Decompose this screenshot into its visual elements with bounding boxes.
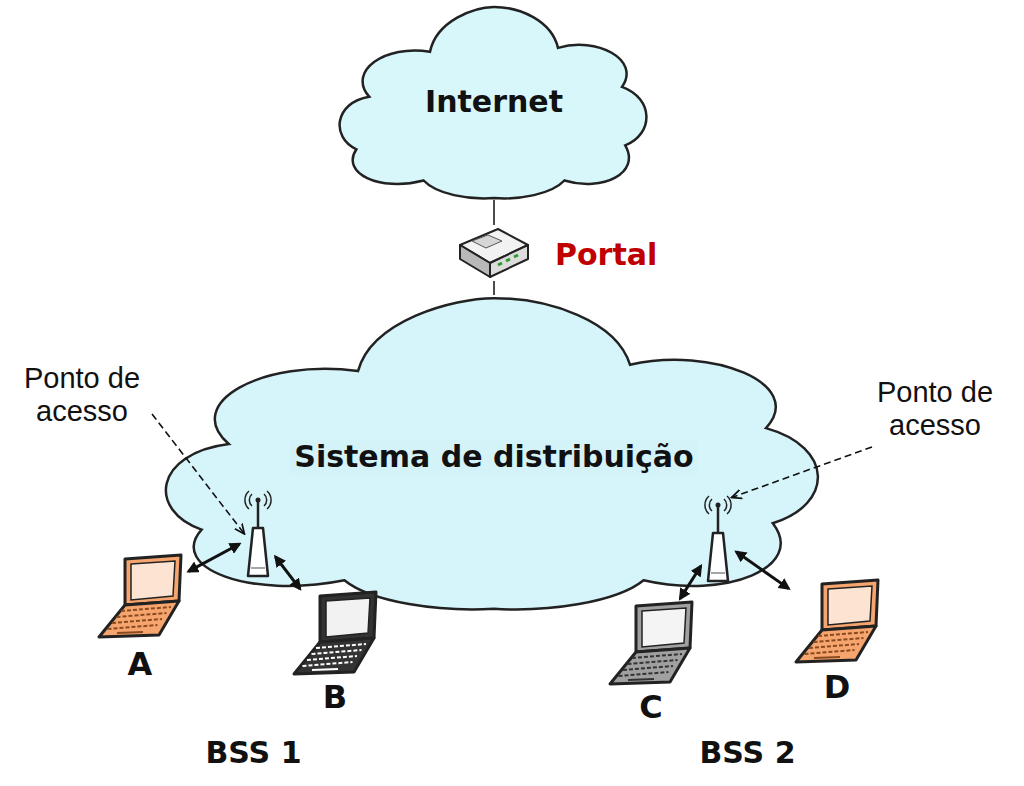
station-label: C — [639, 689, 662, 726]
drawing-part — [506, 259, 510, 261]
drawing-part — [514, 255, 518, 257]
drawing-part — [108, 625, 158, 629]
node-label: Sistema de distribuição — [290, 440, 697, 475]
drawing-part — [717, 507, 720, 535]
drawing-part — [312, 650, 362, 654]
wired-link — [493, 200, 495, 225]
drawing-part — [490, 245, 528, 277]
station-label: B — [323, 679, 347, 716]
network-cloud: Internet — [334, 5, 654, 200]
drawing-part — [822, 580, 878, 630]
drawing-part — [711, 572, 725, 574]
wireless-link — [275, 557, 300, 589]
drawing-part — [818, 632, 868, 636]
drawing-part — [828, 586, 872, 625]
drawing-part — [623, 666, 673, 670]
portal-router: Portal — [458, 225, 530, 281]
drawing-part — [294, 638, 374, 674]
bss-area: BSS 1Ponto de acessoAB — [35, 440, 472, 738]
bss-ellipse — [35, 440, 472, 738]
callout-label: Ponto de acesso — [2, 362, 162, 429]
icon-drawing — [458, 225, 530, 281]
access-point: Ponto de acesso — [243, 488, 273, 580]
laptop-station: A — [95, 555, 185, 640]
wireless-link — [189, 544, 240, 571]
drawing-part — [121, 607, 171, 611]
drawing-part — [814, 657, 840, 658]
node-label: Portal — [555, 238, 657, 273]
drawing-part — [326, 598, 370, 637]
leader-line — [732, 447, 873, 498]
drawing-part — [257, 502, 260, 530]
laptop-station: D — [792, 580, 882, 665]
drawing-part — [814, 638, 864, 642]
drawing-part — [125, 555, 181, 605]
drawing-part — [708, 533, 728, 581]
callout-label: Ponto de acesso — [855, 376, 1015, 443]
node-label: BSS 2 — [699, 736, 795, 771]
node-label: Internet — [425, 85, 563, 120]
drawing-part — [117, 632, 143, 633]
drawing-part — [316, 644, 366, 648]
drawing-part — [619, 672, 669, 676]
drawing-part — [498, 263, 502, 265]
drawing-part — [303, 662, 353, 666]
wireless-link — [680, 566, 701, 599]
bss-area: BSS 2Ponto de acessoCD — [510, 440, 985, 738]
drawing-part — [256, 498, 261, 503]
drawing-part — [112, 619, 162, 623]
drawing-part — [642, 608, 686, 647]
drawing-part — [472, 235, 502, 248]
drawing-part — [805, 650, 855, 654]
drawing-part — [99, 601, 179, 637]
leader-line — [152, 414, 245, 534]
drawing-part — [320, 592, 376, 642]
drawing-part — [117, 613, 167, 617]
drawing-part — [628, 679, 654, 680]
drawing-part — [796, 626, 876, 662]
drawing-part — [251, 567, 265, 569]
icon-drawing — [703, 493, 733, 585]
icon-drawing — [290, 592, 380, 677]
drawing-part — [131, 561, 175, 600]
icon-drawing — [95, 555, 185, 640]
wireless-link — [736, 552, 788, 589]
drawing-part — [512, 442, 983, 736]
icon-drawing — [606, 602, 696, 687]
drawing-part — [460, 245, 490, 277]
drawing-part — [632, 654, 682, 658]
bss-ellipse — [510, 440, 985, 738]
drawing-part — [809, 644, 859, 648]
drawing-part — [37, 442, 470, 736]
access-point: Ponto de acesso — [703, 493, 733, 585]
station-label: A — [128, 646, 153, 683]
drawing-part — [628, 660, 678, 664]
drawing-part — [307, 656, 357, 660]
station-label: D — [824, 669, 851, 706]
laptop-station: C — [606, 602, 696, 687]
node-label: BSS 1 — [205, 736, 301, 771]
drawing-part — [166, 298, 818, 609]
drawing-part — [716, 503, 721, 508]
drawing-part — [312, 669, 338, 670]
wired-link — [493, 281, 495, 295]
drawing-part — [248, 528, 268, 576]
icon-drawing — [792, 580, 882, 665]
laptop-station: B — [290, 592, 380, 677]
drawing-part — [610, 648, 690, 684]
drawing-part — [340, 7, 647, 198]
drawing-part — [636, 602, 692, 652]
icon-drawing — [243, 488, 273, 580]
